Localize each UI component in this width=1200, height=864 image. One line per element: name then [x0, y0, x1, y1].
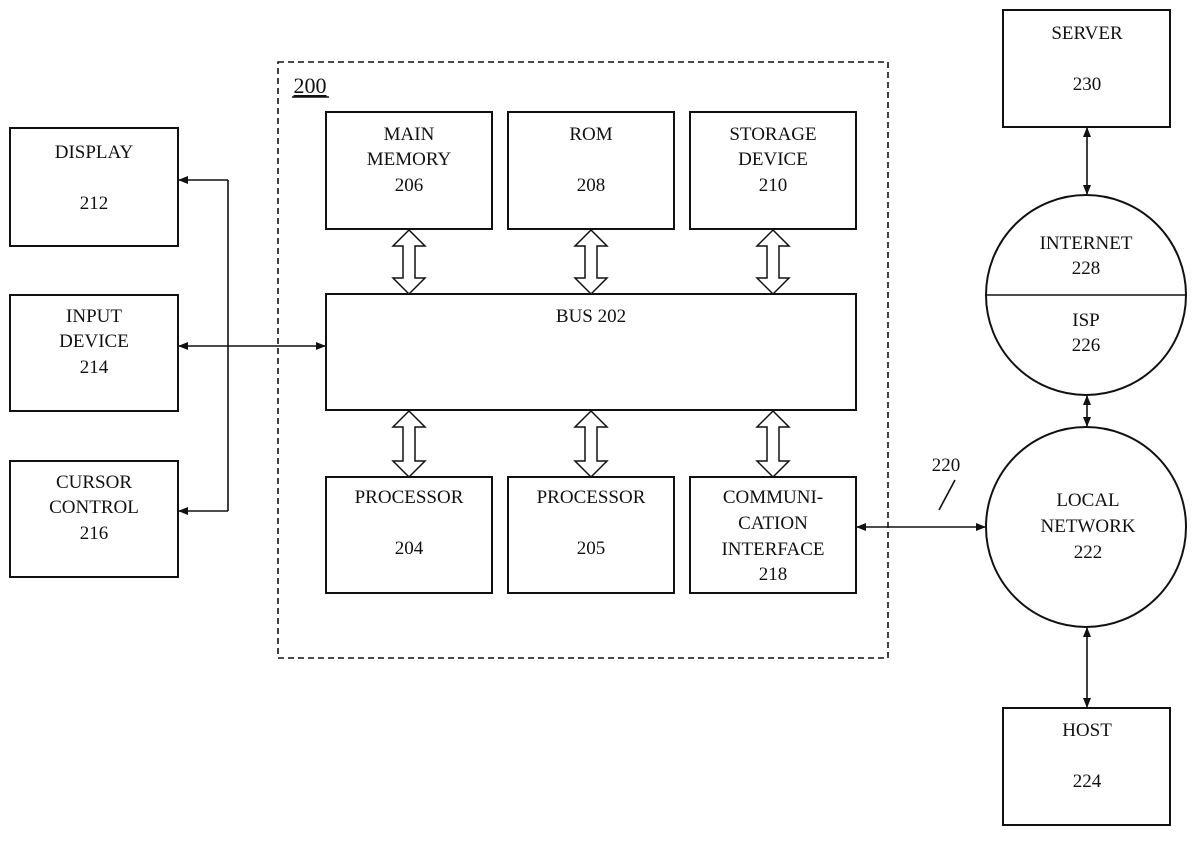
svg-text:218: 218	[759, 564, 788, 585]
bus-double-arrow	[393, 411, 425, 477]
rom-block: ROM 208	[508, 112, 674, 229]
network-link-label: 220	[932, 455, 961, 476]
svg-text:CONTROL: CONTROL	[49, 497, 139, 518]
svg-text:216: 216	[80, 523, 109, 544]
svg-text:228: 228	[1072, 258, 1101, 279]
svg-text:INTERFACE: INTERFACE	[721, 539, 824, 560]
svg-text:INTERNET: INTERNET	[1040, 233, 1133, 254]
svg-text:222: 222	[1074, 542, 1103, 563]
communication-interface-block: COMMUNI- CATION INTERFACE 218	[690, 477, 856, 593]
display-block: DISPLAY 212	[10, 128, 178, 246]
svg-text:206: 206	[395, 175, 424, 196]
storage-device-block: STORAGE DEVICE 210	[690, 112, 856, 229]
server-block: SERVER 230	[1003, 10, 1170, 127]
svg-text:BUS 202: BUS 202	[556, 306, 626, 327]
svg-text:MAIN: MAIN	[384, 124, 435, 145]
bus-double-arrow	[575, 230, 607, 294]
bus-double-arrow	[757, 411, 789, 477]
bus-double-arrow	[575, 411, 607, 477]
cursor-control-block: CURSOR CONTROL 216	[10, 461, 178, 577]
svg-text:ISP: ISP	[1072, 310, 1099, 331]
svg-text:224: 224	[1073, 771, 1102, 792]
processor-204-block: PROCESSOR 204	[326, 477, 492, 593]
svg-text:CATION: CATION	[738, 513, 808, 534]
bus-block: BUS 202	[326, 294, 856, 410]
svg-text:214: 214	[80, 357, 109, 378]
svg-text:CURSOR: CURSOR	[56, 472, 132, 493]
svg-text:208: 208	[577, 175, 606, 196]
svg-text:STORAGE: STORAGE	[729, 124, 816, 145]
svg-text:SERVER: SERVER	[1051, 23, 1123, 44]
svg-text:DEVICE: DEVICE	[59, 331, 129, 352]
local-network-circle: LOCAL NETWORK 222	[986, 427, 1186, 627]
svg-text:HOST: HOST	[1062, 720, 1112, 741]
bus-double-arrow	[757, 230, 789, 294]
svg-text:230: 230	[1073, 74, 1102, 95]
svg-text:LOCAL: LOCAL	[1056, 490, 1119, 511]
svg-text:PROCESSOR: PROCESSOR	[537, 487, 646, 508]
svg-text:ROM: ROM	[569, 124, 612, 145]
svg-text:NETWORK: NETWORK	[1041, 516, 1136, 537]
svg-text:204: 204	[395, 538, 424, 559]
svg-text:205: 205	[577, 538, 606, 559]
system-label: 200	[294, 73, 327, 98]
svg-text:INPUT: INPUT	[66, 306, 122, 327]
host-block: HOST 224	[1003, 708, 1170, 825]
svg-text:210: 210	[759, 175, 788, 196]
svg-text:COMMUNI-: COMMUNI-	[723, 487, 823, 508]
svg-text:MEMORY: MEMORY	[367, 149, 452, 170]
svg-text:PROCESSOR: PROCESSOR	[355, 487, 464, 508]
bus-double-arrow	[393, 230, 425, 294]
internet-isp-circle: INTERNET 228 ISP 226	[986, 195, 1186, 395]
svg-text:212: 212	[80, 193, 109, 214]
main-memory-block: MAIN MEMORY 206	[326, 112, 492, 229]
input-device-block: INPUT DEVICE 214	[10, 295, 178, 411]
svg-text:DEVICE: DEVICE	[738, 149, 808, 170]
svg-text:226: 226	[1072, 335, 1101, 356]
processor-205-block: PROCESSOR 205	[508, 477, 674, 593]
peripheral-connectors	[179, 180, 325, 511]
svg-text:DISPLAY: DISPLAY	[55, 142, 134, 163]
